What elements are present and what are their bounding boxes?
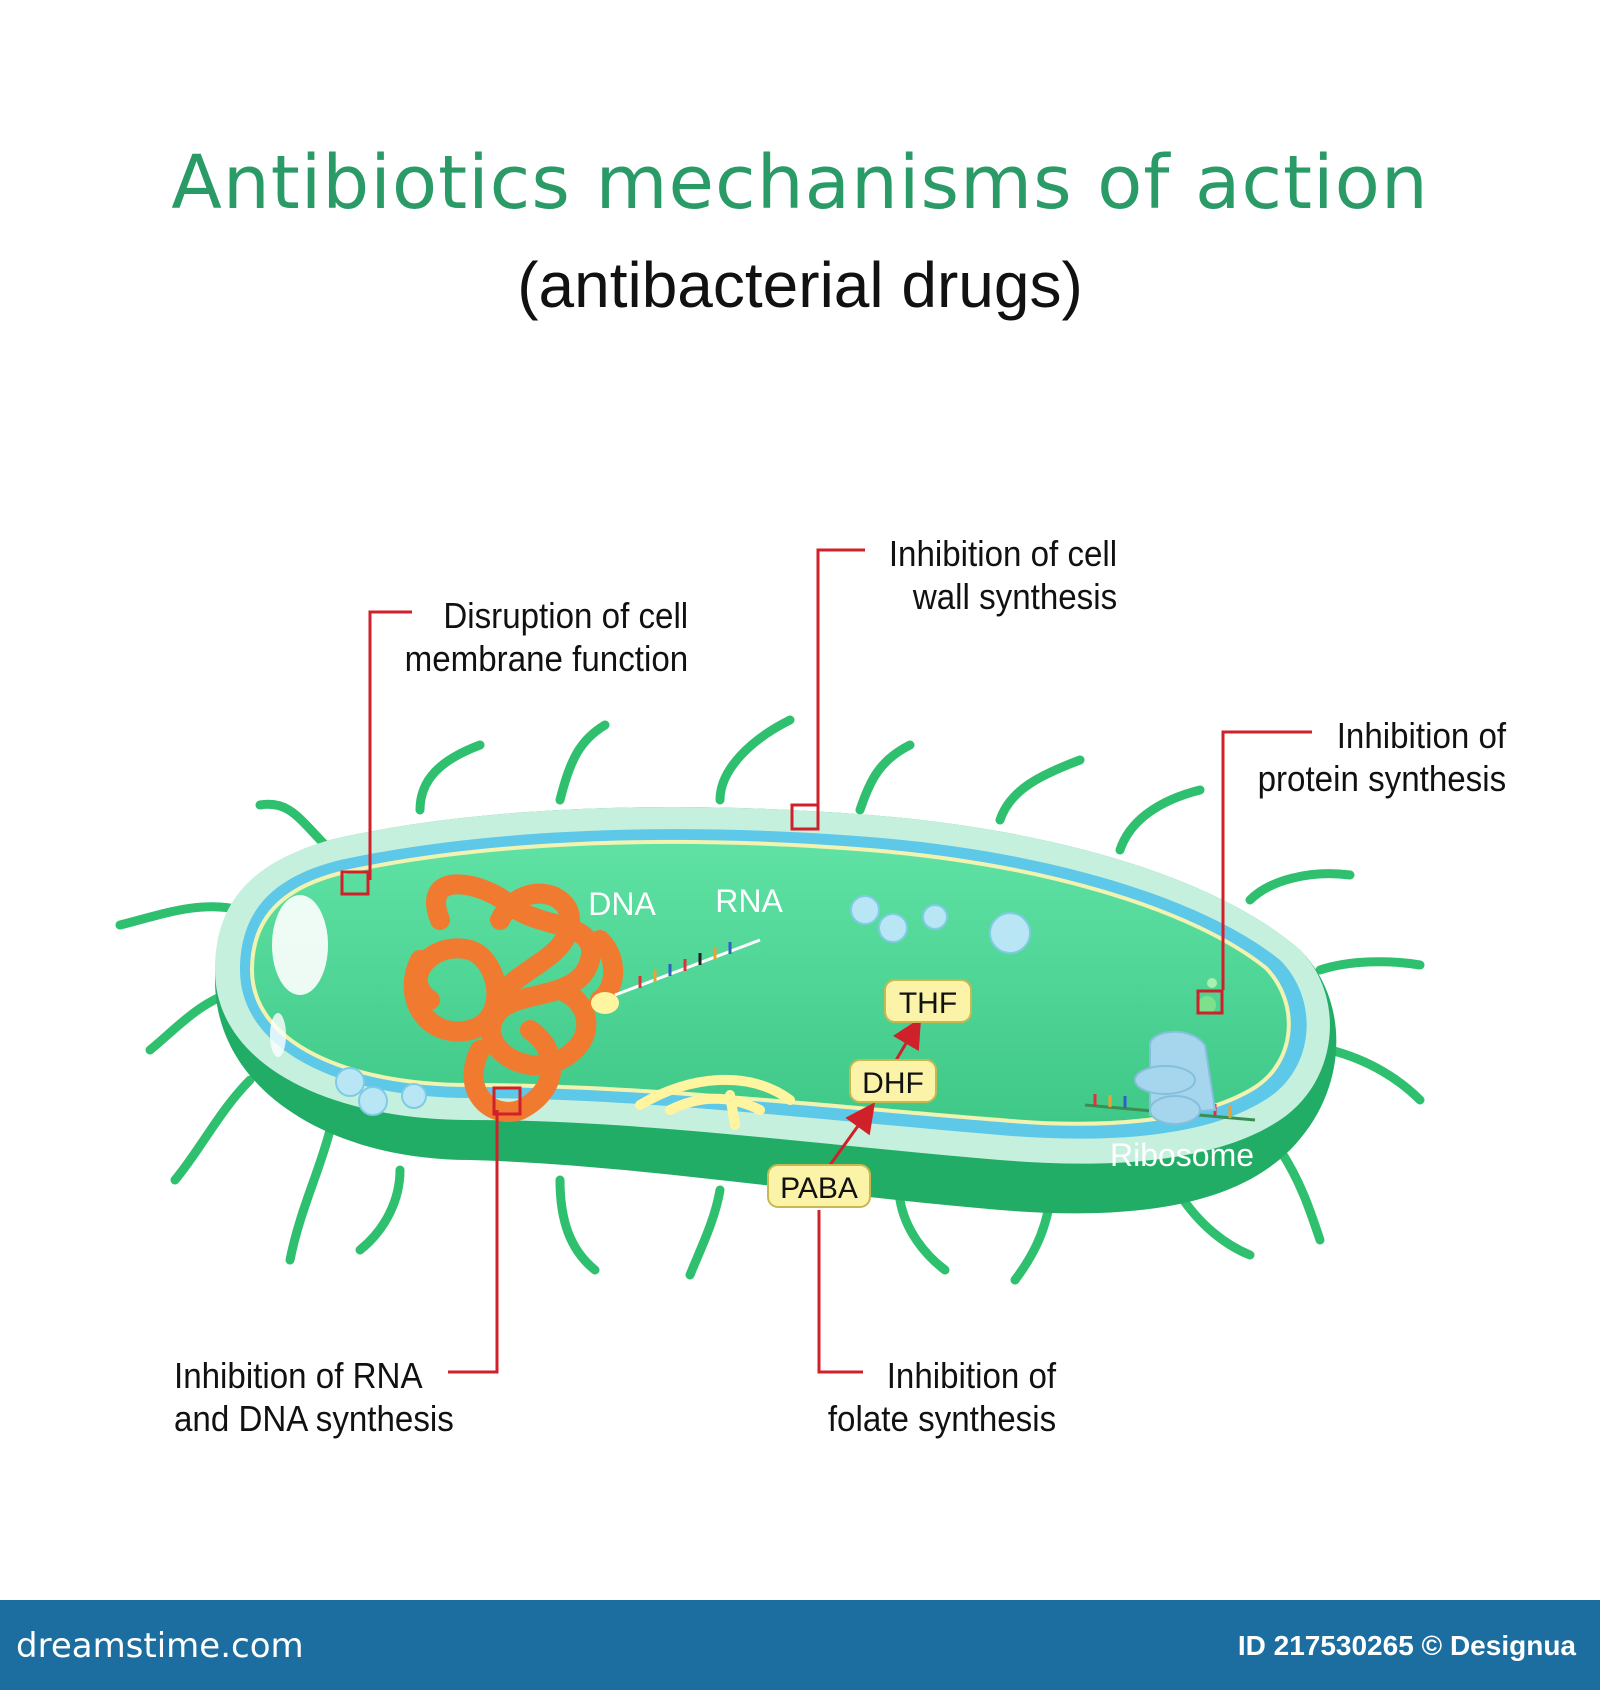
label-line: Inhibition of [1336, 715, 1506, 756]
dhf-box [849, 1059, 937, 1103]
label-line: Inhibition of [886, 1355, 1056, 1396]
footer-bar: dreamstime.com ID 217530265 © Designua [0, 1600, 1600, 1690]
diagram-title: Antibiotics mechanisms of action [171, 140, 1429, 226]
label-cell-wall-inhibition: Inhibition of cell wall synthesis [889, 532, 1117, 618]
leader-lines [340, 548, 1312, 1374]
label-line: and DNA synthesis [174, 1398, 454, 1439]
diagram-subtitle: (antibacterial drugs) [517, 249, 1083, 321]
footer-credit: ID 217530265 © Designua [1237, 1630, 1576, 1661]
dhf-label: DHF [862, 1067, 924, 1100]
flagella [115, 715, 1425, 1285]
mesosome [635, 1074, 795, 1130]
paba-label: PABA [780, 1172, 858, 1205]
thf-label: THF [899, 987, 957, 1020]
label-line: Inhibition of RNA [174, 1355, 423, 1396]
dna-label: DNA [588, 886, 656, 922]
ribosome [1134, 1030, 1217, 1125]
footer-site[interactable]: dreamstime.com [16, 1626, 304, 1666]
label-protein-inhibition: Inhibition of protein synthesis [1257, 714, 1506, 800]
paba-to-dhf-arrow [828, 1102, 875, 1166]
label-line: membrane function [404, 638, 688, 679]
dhf-to-thf-arrow [892, 1017, 922, 1063]
label-line: Disruption of cell [443, 595, 688, 636]
label-membrane-disruption: Disruption of cell membrane function [404, 594, 688, 680]
label-line: protein synthesis [1257, 758, 1506, 799]
bacterium-diagram: THF DHF PABA DNA RNA Ribosome [115, 548, 1425, 1374]
rna-label: RNA [715, 883, 783, 919]
label-line: folate synthesis [827, 1398, 1056, 1439]
label-line: wall synthesis [912, 576, 1117, 617]
label-folate-inhibition: Inhibition of folate synthesis [828, 1354, 1056, 1440]
label-line: Inhibition of cell [888, 533, 1117, 574]
inclusion-bubbles [335, 895, 1031, 1116]
paba-box [767, 1164, 871, 1208]
thf-box [884, 979, 972, 1023]
ribosome-label: Ribosome [1110, 1137, 1254, 1173]
label-rna-dna-inhibition: Inhibition of RNA and DNA synthesis [174, 1354, 454, 1440]
